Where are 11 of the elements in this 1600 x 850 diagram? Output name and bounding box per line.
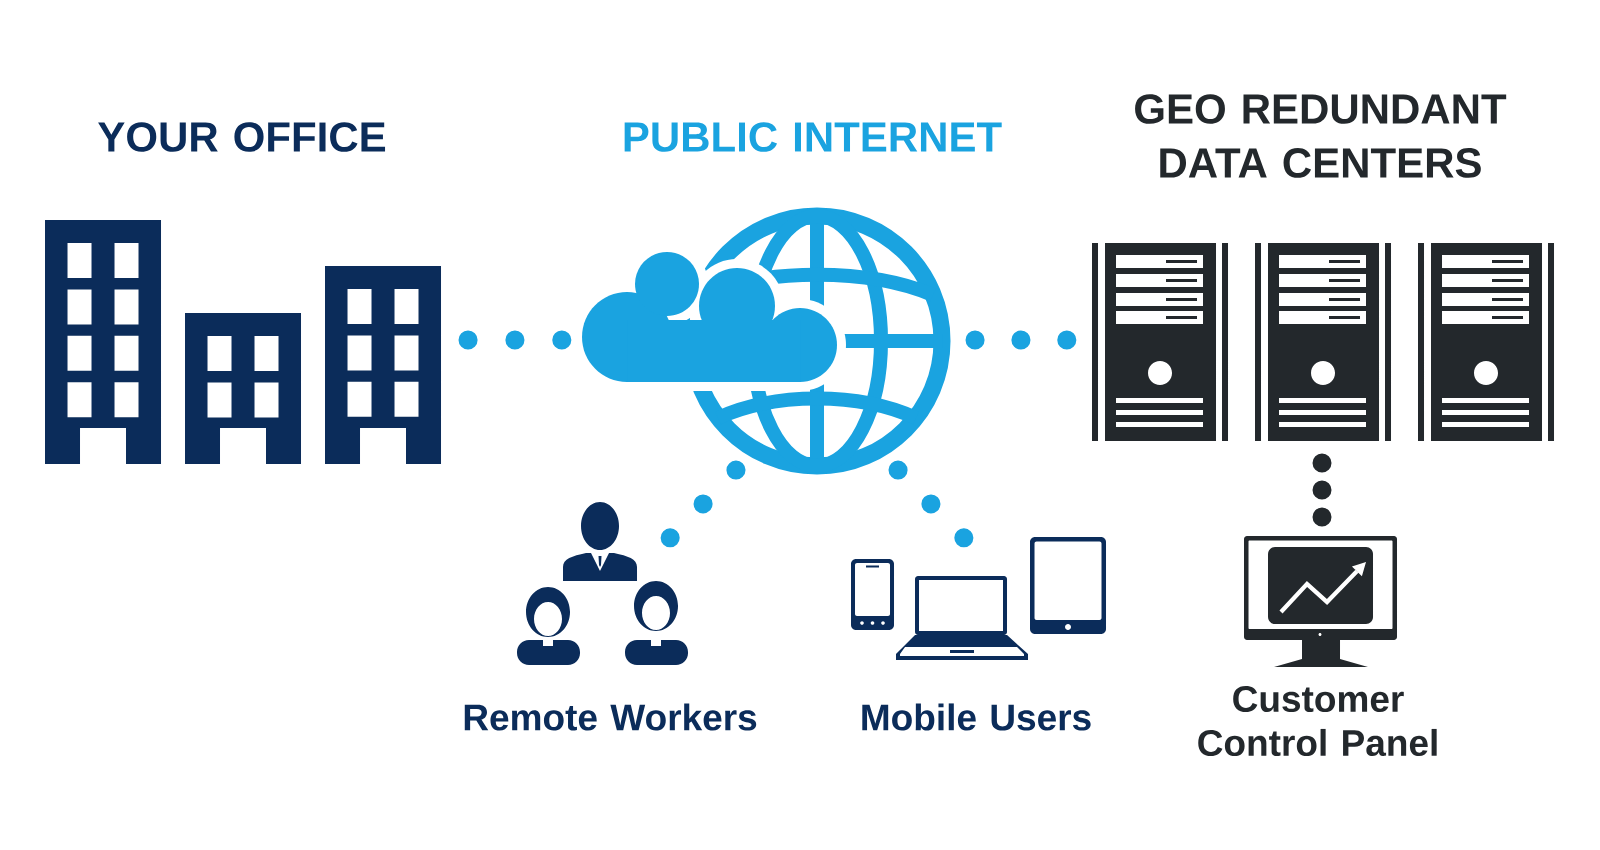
heading: GEO REDUNDANT DATA CENTERS bbox=[1135, 94, 1507, 178]
node-label: Mobile Users bbox=[862, 703, 1091, 731]
dotted-line bbox=[1312, 453, 1332, 527]
heading: PUBLIC INTERNET bbox=[624, 122, 1002, 152]
dotted-line bbox=[965, 330, 1077, 350]
dotted-line bbox=[458, 330, 572, 350]
heading: YOUR OFFICE bbox=[98, 122, 386, 152]
dotted-line bbox=[660, 460, 746, 548]
dotted-line bbox=[888, 460, 974, 548]
node-label: Customer Control Panel bbox=[1198, 685, 1437, 757]
node-label: Remote Workers bbox=[464, 703, 757, 731]
